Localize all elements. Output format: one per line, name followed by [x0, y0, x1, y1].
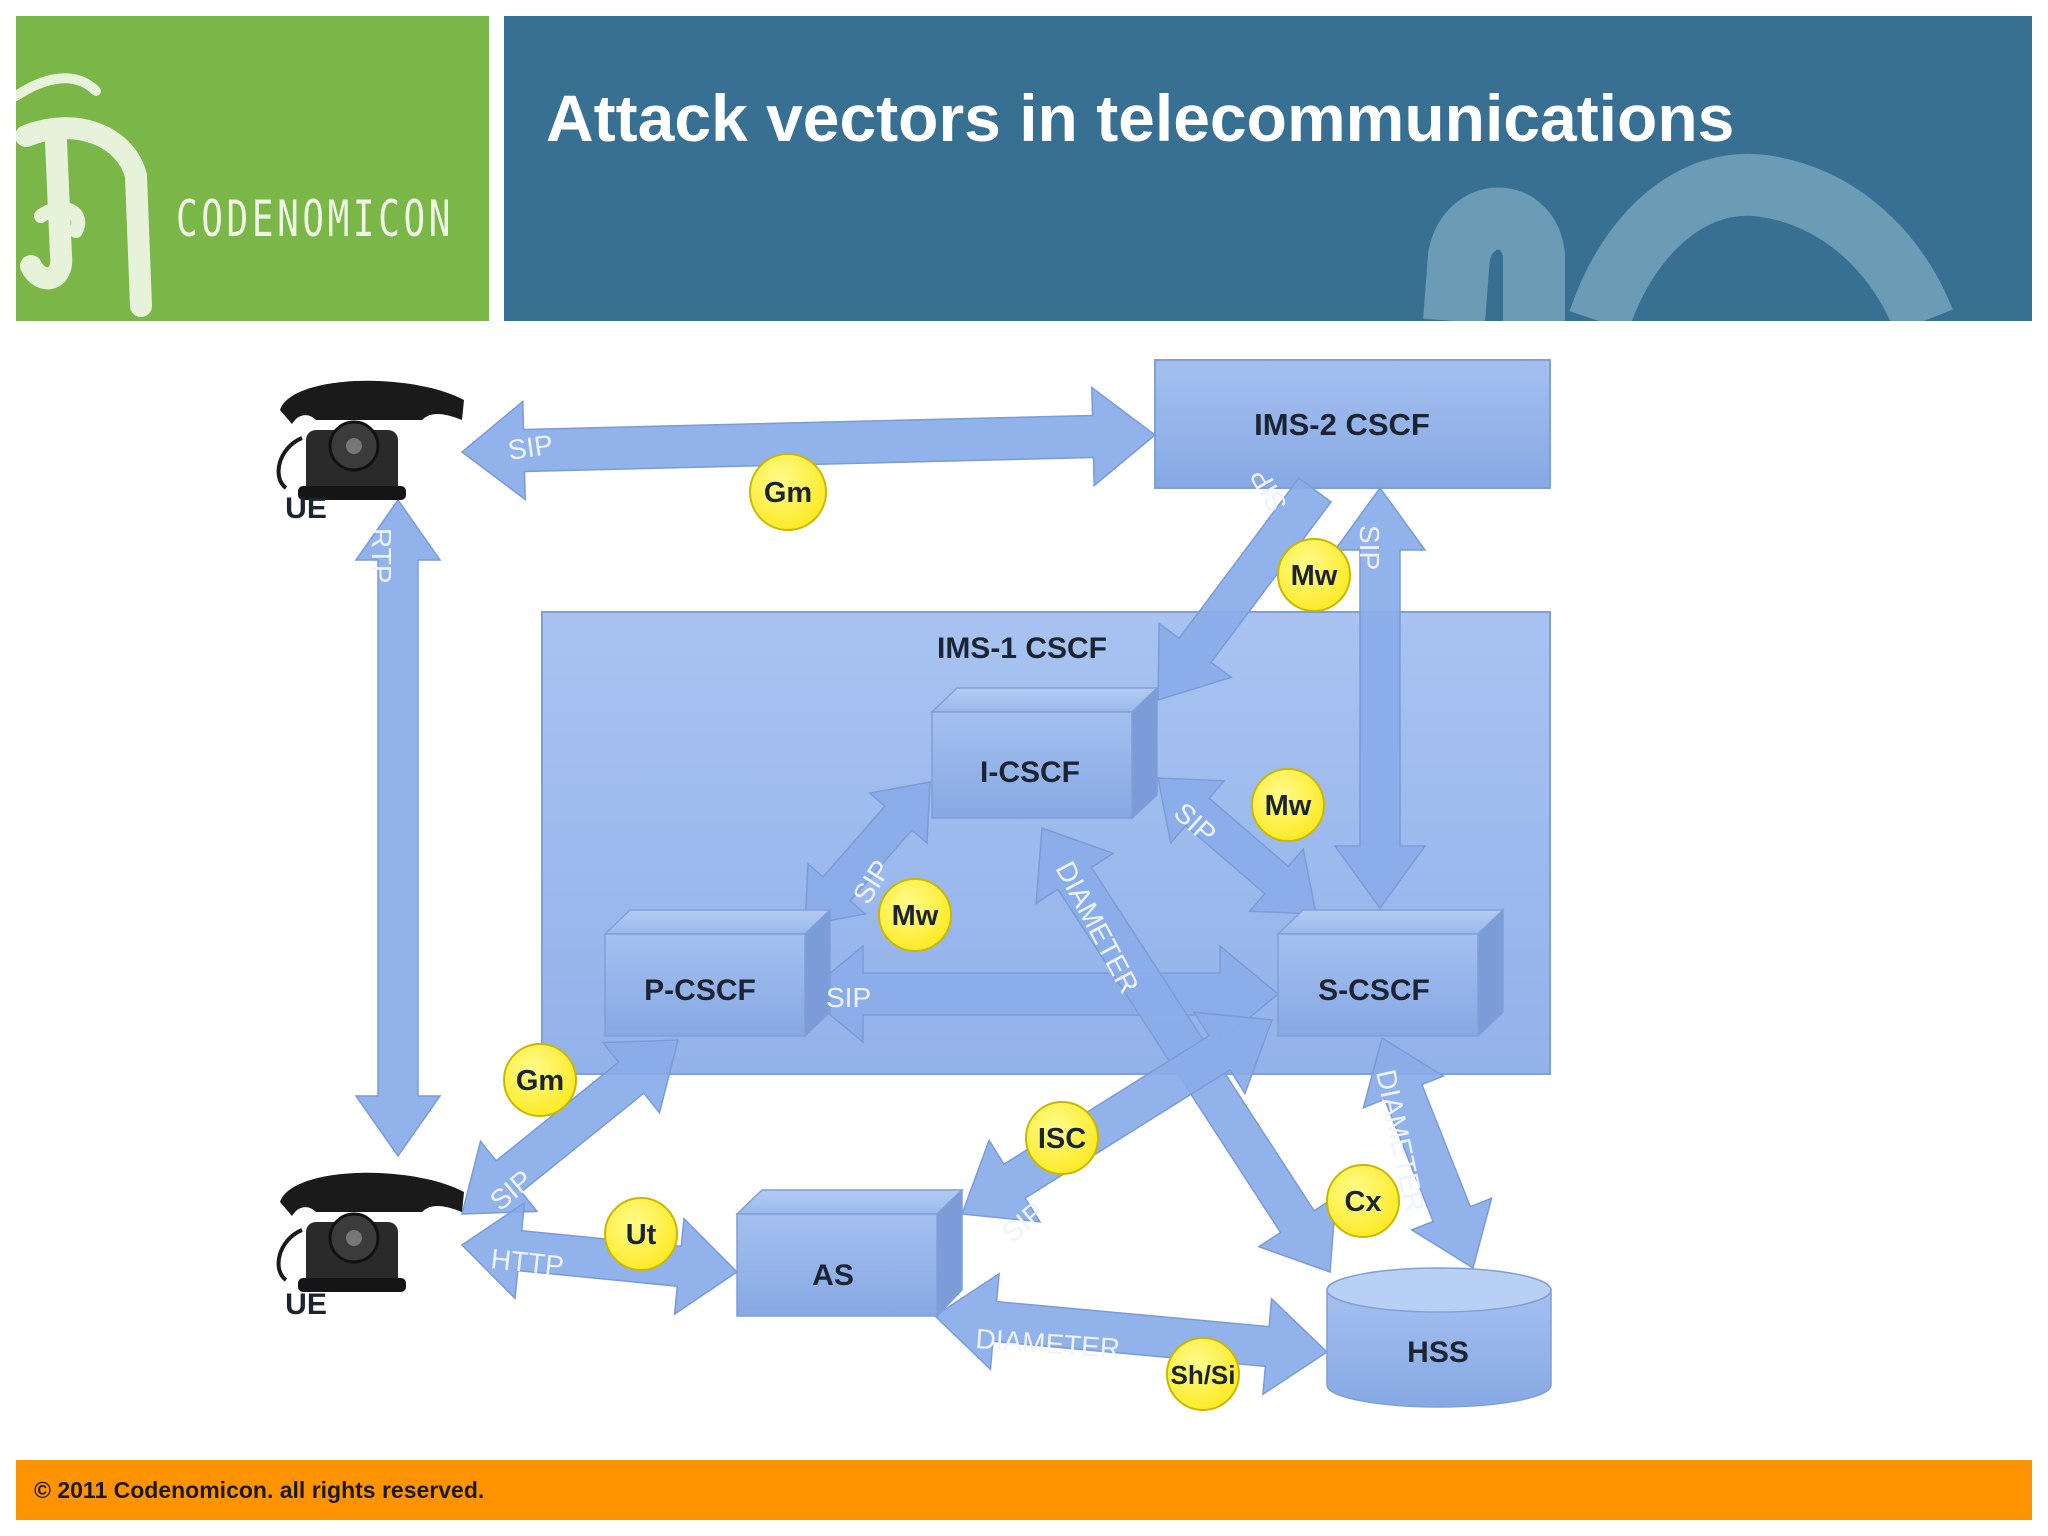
mw-ims2-text: Mw	[1291, 560, 1338, 592]
mw-i-s-text: Mw	[1265, 790, 1312, 822]
pcscf-label: P-CSCF	[644, 974, 756, 1007]
gm-bottom-text: Gm	[516, 1065, 564, 1097]
codenomicon-logo-icon	[16, 73, 152, 317]
as-label: AS	[812, 1259, 854, 1292]
footer-bar: © 2011 Codenomicon. all rights reserved.	[16, 1460, 2032, 1520]
arrow-pcscf-icscf-sip	[804, 781, 931, 926]
icscf-label: I-CSCF	[980, 756, 1080, 789]
sip-p-s-label: SIP	[826, 982, 871, 1013]
pcscf-node: P-CSCF	[603, 908, 832, 1038]
arrow-ue-ue-rtp	[354, 498, 442, 1158]
ue-bottom-phone-icon	[276, 1172, 464, 1292]
gm-top-text: Gm	[764, 477, 812, 509]
title-panel: Attack vectors in telecommunications	[504, 16, 2032, 321]
ue-top-phone-icon	[276, 380, 464, 500]
page-title: Attack vectors in telecommunications	[546, 81, 1735, 155]
http-label: HTTP	[489, 1243, 565, 1281]
interface-circles: Gm Mw Mw Mw Gm ISC Ut Cx	[503, 453, 1400, 1411]
gm-bottom-circle: Gm	[503, 1043, 577, 1117]
arrow-as-scscf-sip	[960, 1011, 1274, 1223]
icscf-node: I-CSCF	[930, 686, 1159, 820]
brand-name: CODENOMICON	[176, 190, 455, 248]
as-node: AS	[735, 1188, 964, 1318]
scscf-node: S-CSCF	[1276, 908, 1505, 1038]
isc-circle: ISC	[1025, 1101, 1099, 1175]
ims-architecture-diagram: IMS-1 CSCF IMS-2 CSCF I-CSCF P-CSCF S-CS…	[276, 359, 1552, 1411]
sip-top-label: SIP	[506, 429, 555, 466]
logo-panel: CODENOMICON	[16, 16, 489, 321]
mw-i-s-circle: Mw	[1251, 768, 1325, 842]
connections	[354, 385, 1493, 1396]
mw-p-i-text: Mw	[892, 900, 939, 932]
mw-ims2-circle: Mw	[1277, 538, 1351, 612]
sip-ims2-up-label: SIP	[1354, 525, 1385, 570]
gm-top-circle: Gm	[749, 453, 827, 531]
mw-p-i-circle: Mw	[878, 878, 952, 952]
rtp-label: RTP	[366, 528, 397, 584]
arrow-ims2-icscf-sip	[1157, 476, 1333, 702]
cx-circle: Cx	[1326, 1164, 1400, 1238]
scscf-label: S-CSCF	[1318, 974, 1430, 1007]
ims2-node	[1154, 359, 1551, 489]
ims2-label: IMS-2 CSCF	[1254, 407, 1430, 442]
hss-label: HSS	[1407, 1336, 1469, 1369]
copyright-text: © 2011 Codenomicon. all rights reserved.	[34, 1477, 485, 1503]
ue-bottom-label: UE	[285, 1288, 327, 1321]
ims1-label: IMS-1 CSCF	[937, 632, 1107, 665]
hss-node: HSS	[1326, 1267, 1552, 1408]
arrow-ue-ims2-sip	[460, 385, 1157, 502]
sh-si-text: Sh/Si	[1170, 1360, 1235, 1390]
ue-top-label: UE	[285, 492, 327, 525]
watermark-logo-icon	[1423, 153, 1953, 321]
arrow-ue-pcscf-sip	[461, 1039, 679, 1215]
ut-text: Ut	[626, 1219, 657, 1251]
cx-text: Cx	[1344, 1186, 1381, 1218]
arrow-scscf-hss-diameter	[1362, 1036, 1493, 1270]
isc-text: ISC	[1038, 1123, 1086, 1155]
ut-circle: Ut	[604, 1197, 678, 1271]
arrow-scscf-ims2-sip	[1333, 486, 1427, 910]
sh-si-circle: Sh/Si	[1166, 1337, 1240, 1411]
